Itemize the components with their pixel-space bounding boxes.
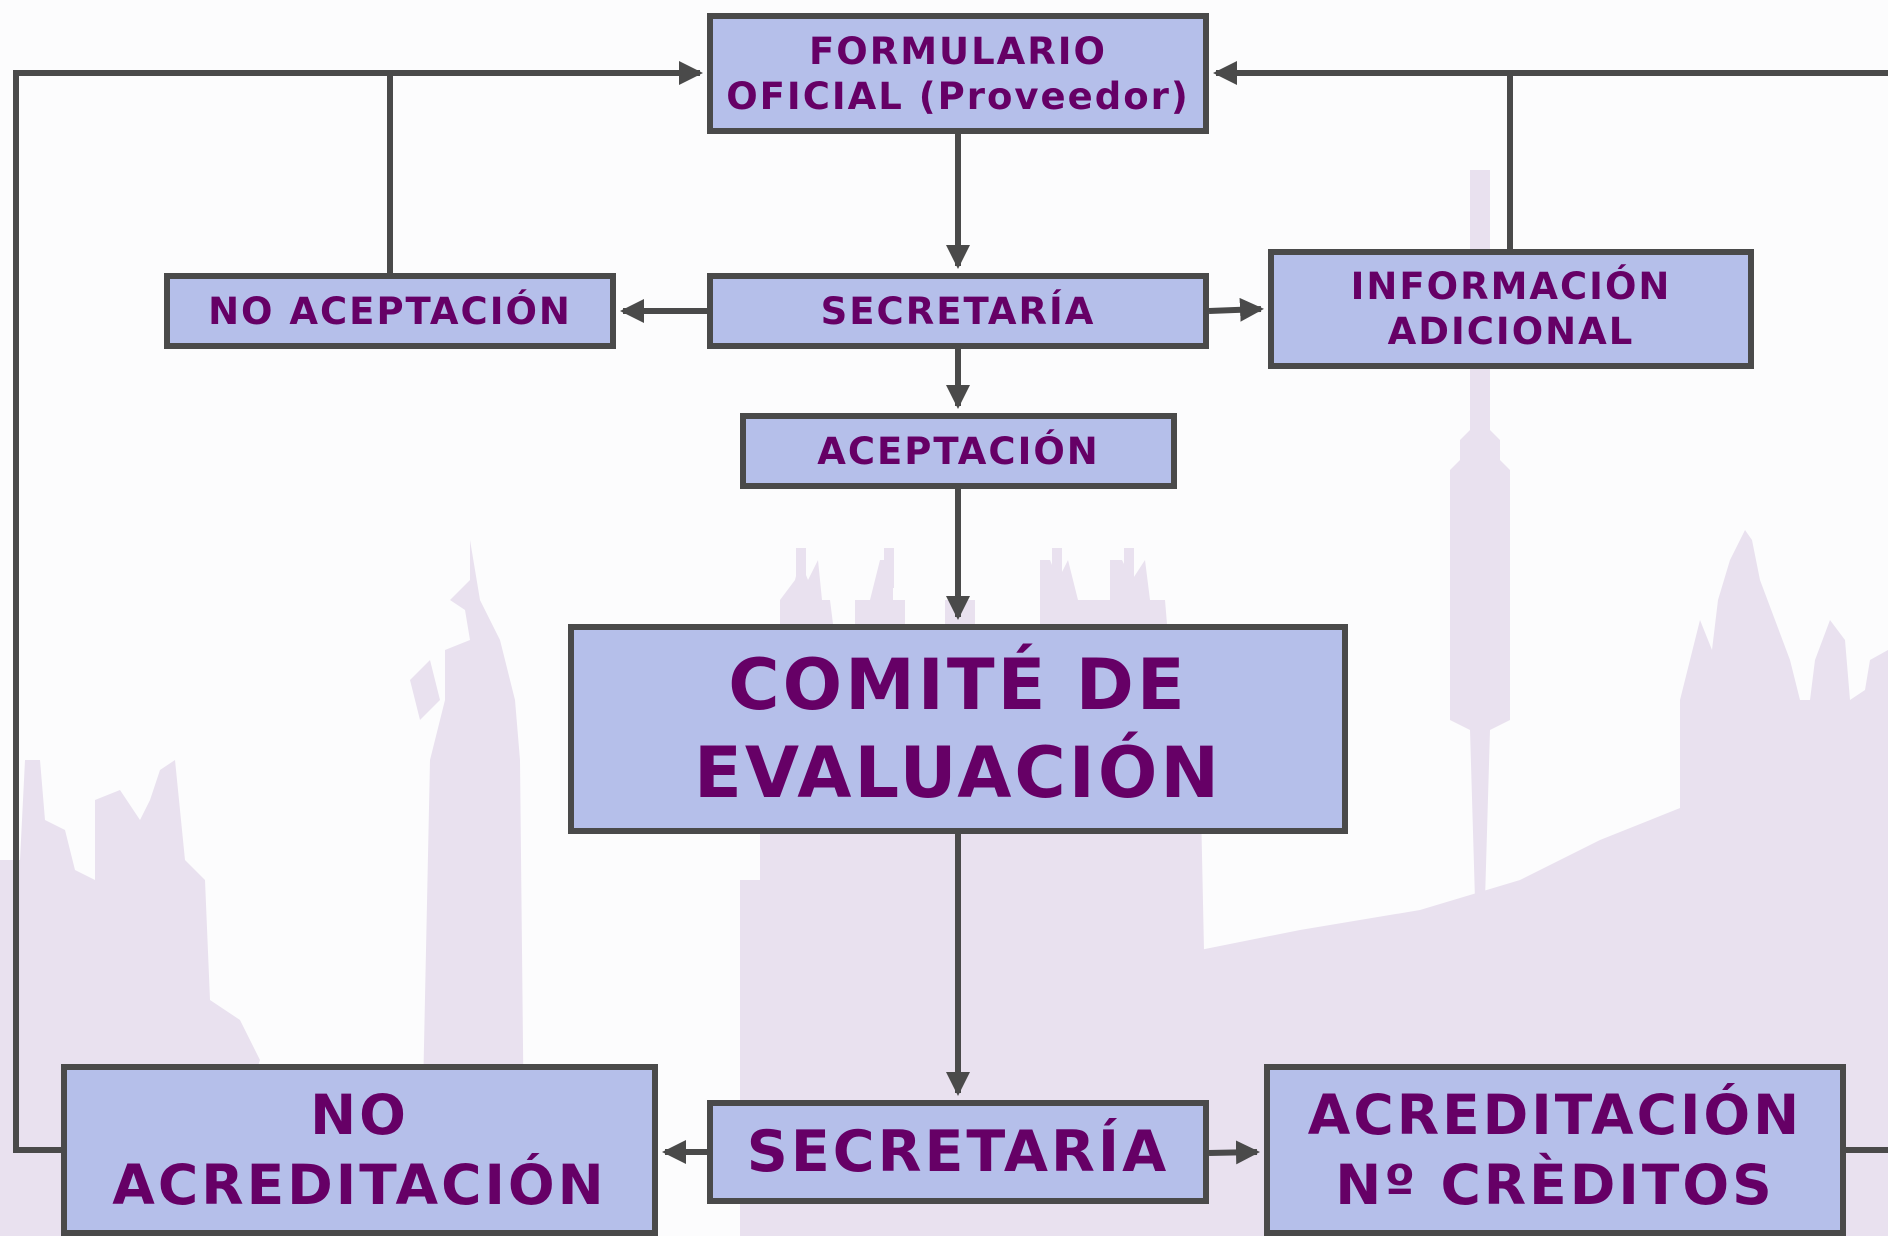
formulario-line-2: OFICIAL (Proveedor) [726, 74, 1190, 118]
no-acreditacion-line-1: NO [310, 1083, 409, 1147]
comite-evaluacion-box: COMITÉ DE EVALUACIÓN [568, 624, 1348, 834]
acreditacion-line-2: Nº CRÈDITOS [1335, 1153, 1775, 1217]
comite-line-2: EVALUACIÓN [694, 732, 1222, 814]
info-adicional-line-2: ADICIONAL [1387, 310, 1635, 353]
no-acreditacion-line-2: ACREDITACIÓN [112, 1153, 607, 1217]
secretaria-bottom-label: SECRETARÍA [746, 1119, 1170, 1185]
no-aceptacion-box: NO ACEPTACIÓN [164, 273, 616, 349]
formulario-line-1: FORMULARIO [808, 29, 1107, 73]
edge-secretaria-to-info-adicional [1208, 297, 1264, 322]
secretaria-top-box: SECRETARÍA [707, 273, 1209, 349]
edge-no-acreditacion-to-formulario [13, 61, 703, 1153]
no-acreditacion-box: NO ACREDITACIÓN [61, 1064, 658, 1236]
informacion-adicional-box: INFORMACIÓN ADICIONAL [1268, 249, 1754, 369]
formulario-oficial-box: FORMULARIO OFICIAL (Proveedor) [707, 13, 1209, 134]
no-aceptacion-label: NO ACEPTACIÓN [208, 289, 572, 333]
secretaria-bottom-box: SECRETARÍA [707, 1100, 1209, 1204]
info-adicional-line-1: INFORMACIÓN [1350, 265, 1672, 308]
aceptacion-label: ACEPTACIÓN [817, 429, 1100, 473]
acreditacion-creditos-box: ACREDITACIÓN Nº CRÈDITOS [1264, 1064, 1846, 1236]
secretaria-top-label: SECRETARÍA [820, 289, 1096, 333]
edge-secretaria-to-acreditacion [1208, 1140, 1260, 1165]
comite-line-1: COMITÉ DE [728, 644, 1188, 726]
acreditacion-line-1: ACREDITACIÓN [1307, 1083, 1803, 1147]
aceptacion-box: ACEPTACIÓN [740, 413, 1177, 489]
